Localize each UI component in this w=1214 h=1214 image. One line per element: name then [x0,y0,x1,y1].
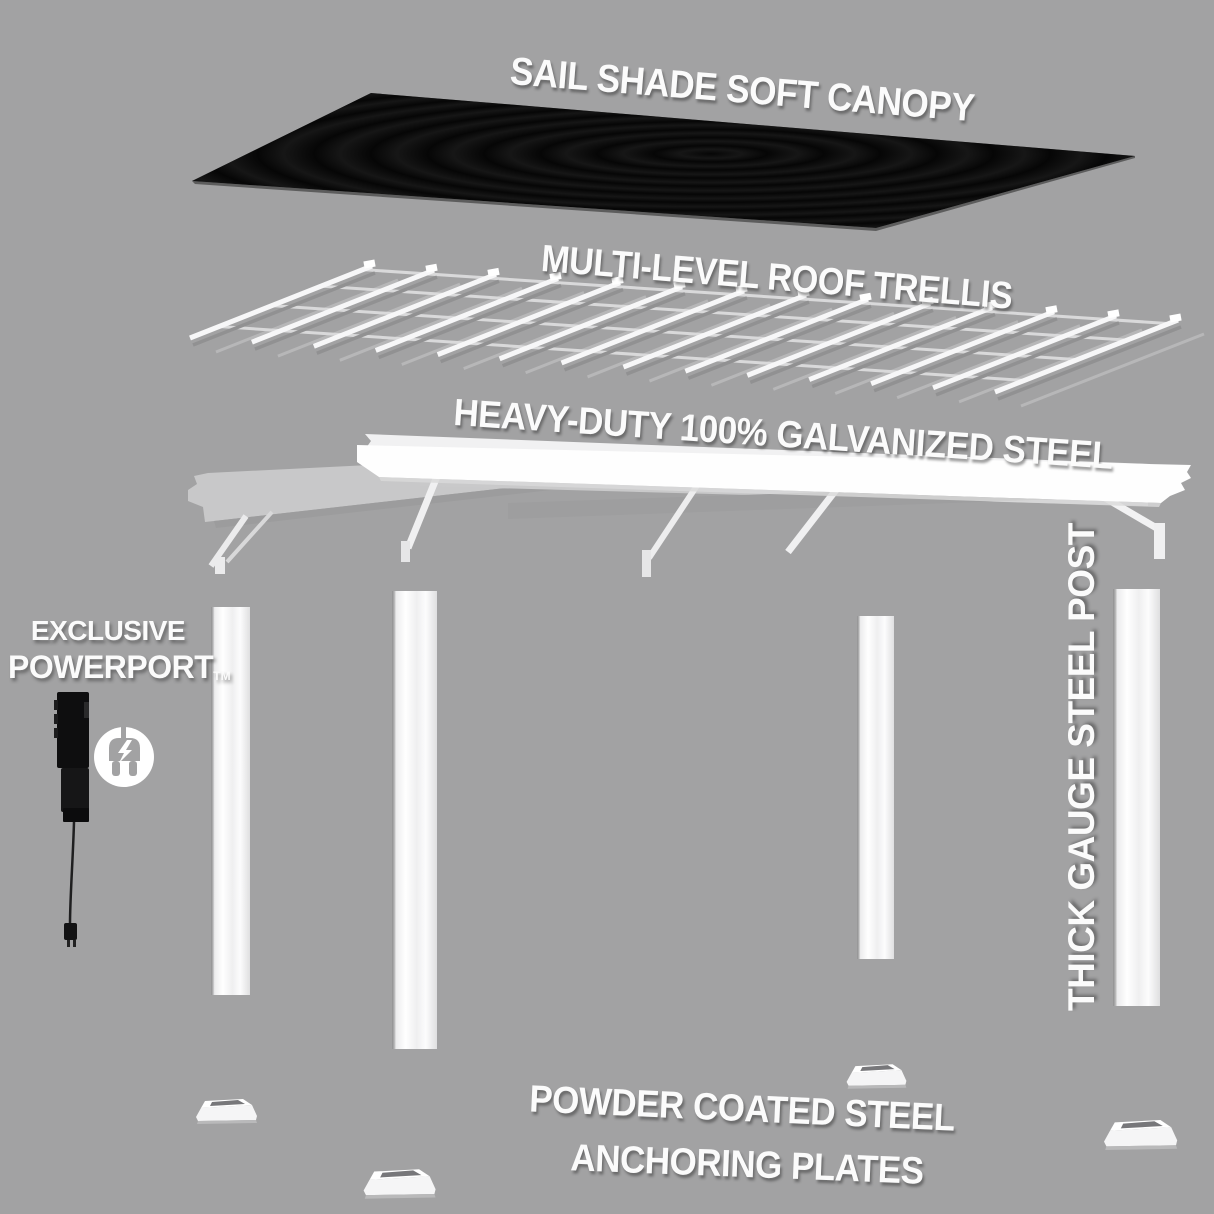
posts-group [211,589,1160,1049]
powerport-label-line1: EXCLUSIVE [30,615,186,646]
steel-frame-graphic [188,434,1191,577]
post-graphic-left-front [392,591,437,1049]
steel-post-label: THICK GAUGE STEEL POST [1061,523,1102,1011]
post-graphic-right-front [1113,589,1160,1006]
powerport-label-line2: POWERPORT [8,649,214,686]
post-graphic-right-rear [857,616,894,959]
anchor-plate-graphic [196,1099,257,1124]
anchor-plate-graphic [846,1064,907,1089]
trademark-symbol: TM [213,669,231,684]
roof-trellis-graphic [189,259,1205,408]
canopy-graphic [192,93,1135,231]
powerport-device-graphic [54,692,89,947]
anchor-plate-graphic [1104,1120,1178,1150]
anchor-plate-graphic [363,1169,436,1199]
powerport-plug-icon [94,727,154,787]
post-graphic-left-rear [211,607,250,995]
powerport-label: EXCLUSIVE POWERPORTTM [8,614,231,687]
